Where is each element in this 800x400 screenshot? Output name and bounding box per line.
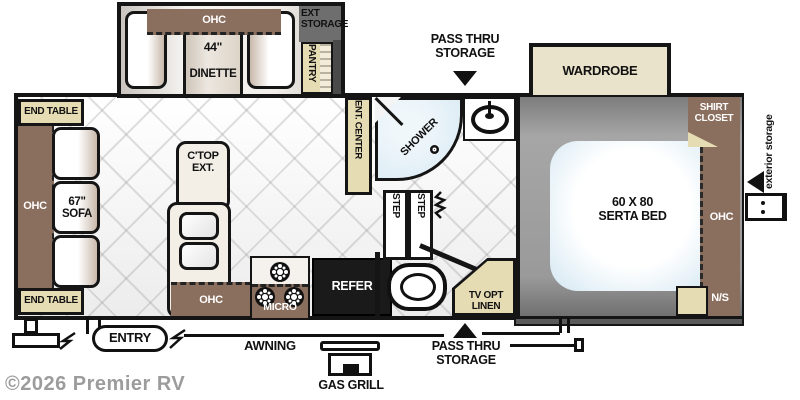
pantry-shelves [320, 44, 331, 92]
exterior-storage-box: EXT STORAGE [299, 6, 349, 42]
awning-line-right [482, 332, 560, 335]
awning-arm-line [510, 344, 580, 347]
hatch-latch-dot-2 [761, 210, 765, 214]
end-table-top-label: END TABLE [24, 106, 78, 118]
kitchen-overhead-cabinet: OHC [171, 282, 251, 316]
step-2-label: STEP [414, 193, 426, 218]
awning-crank-zigzag-icon [168, 328, 186, 349]
stabilizer-line-1 [86, 317, 89, 334]
pass-thru-bottom-arrow-icon [453, 323, 477, 338]
sofa-cushion-3 [52, 235, 100, 288]
end-table-bottom: END TABLE [18, 288, 84, 315]
awning-label: AWNING [244, 338, 296, 353]
gas-grill-lid-icon [320, 341, 380, 351]
ctop-ext-label: C'TOP EXT. [187, 150, 219, 174]
bedroom-overhead-cabinet: OHC [700, 147, 740, 288]
awning-arm-bracket [574, 338, 584, 352]
pass-thru-top-arrow-icon [453, 71, 477, 86]
dinette-size-label: 44" [203, 40, 223, 54]
sofa-cushion-2 [52, 181, 100, 234]
bedroom-ohc-label: OHC [709, 210, 734, 223]
dinette-ohc-label: OHC [202, 13, 226, 26]
refer-label: REFER [331, 279, 373, 294]
step-squiggle-icon [433, 191, 447, 219]
dinette-label: DINETTE [189, 68, 237, 80]
sofa-cushion-1 [52, 127, 100, 180]
awning-line-left [184, 334, 444, 337]
kitchen-ohc-label: OHC [199, 293, 223, 306]
hitch-zigzag-icon [58, 331, 76, 350]
bath-sink-counter [463, 97, 516, 141]
burner-icon-1 [270, 262, 290, 282]
shirt-closet: SHIRT CLOSET [688, 97, 740, 147]
gas-grill-handle-icon [343, 364, 359, 376]
bath-faucet-icon [488, 101, 491, 114]
awning-support-tick-1 [559, 318, 562, 333]
bath-side-wall [375, 252, 380, 318]
gas-grill-label: GAS GRILL [318, 378, 384, 392]
slide-wall-filler [333, 40, 341, 94]
entry-label: ENTRY [108, 330, 152, 346]
nightstand: N/S [676, 286, 740, 316]
exterior-storage-arrow-icon [747, 171, 764, 193]
kitchen-sink-basin-2 [179, 242, 219, 270]
refrigerator: REFER [312, 258, 392, 316]
step-1-label: STEP [389, 193, 401, 218]
sofa-ohc-label: OHC [23, 200, 47, 213]
end-table-bottom-label: END TABLE [24, 295, 78, 307]
pass-thru-bottom-label: PASS THRU STORAGE [431, 339, 501, 367]
hitch-stub [24, 318, 38, 334]
tv-linen-label: TV OPT LINEN [468, 290, 504, 313]
entertainment-center: ENT. CENTER [345, 97, 372, 195]
shirt-closet-shelf [688, 132, 718, 147]
nightstand-shelf [676, 286, 708, 316]
burner-icon-2 [255, 287, 275, 307]
tv-linen-cabinet: TV OPT LINEN [452, 258, 516, 316]
gas-grill-body-icon [328, 353, 372, 376]
wardrobe-slideout: WARDROBE [529, 43, 671, 99]
toilet-bowl-icon [400, 273, 436, 301]
kitchen-sink-basin-1 [179, 212, 219, 240]
step-1: STEP [383, 190, 408, 260]
bedroom-bottom-wall [514, 317, 744, 326]
hitch-bar [12, 333, 60, 348]
toilet-icon [387, 263, 447, 311]
exterior-storage-hatch [745, 193, 787, 221]
dinette-table: 44" DINETTE [183, 32, 243, 94]
shirt-closet-label: SHIRT CLOSET [694, 102, 734, 124]
wardrobe-label: WARDROBE [562, 62, 638, 78]
watermark: ©2026 Premier RV [5, 373, 186, 395]
range-microwave: MICRO [250, 256, 310, 318]
burner-icon-3 [284, 287, 304, 307]
bath-faucet-base-icon [485, 113, 494, 119]
sofa-label: 67" SOFA [61, 196, 93, 221]
end-table-top: END TABLE [18, 99, 84, 126]
hatch-latch-dot-1 [761, 201, 765, 205]
nightstand-label: N/S [711, 292, 729, 304]
bed-label: 60 X 80 SERTA BED [598, 195, 667, 223]
countertop-extension: C'TOP EXT. [176, 141, 230, 211]
entry-door: ENTRY [92, 325, 168, 352]
ext-storage-label: EXT STORAGE [301, 8, 349, 30]
ent-center-label: ENT. CENTER [352, 100, 364, 159]
pass-thru-top-label: PASS THRU STORAGE [430, 32, 500, 60]
bed: 60 X 80 SERTA BED [550, 141, 715, 291]
dinette-overhead-cabinet: OHC [147, 9, 281, 35]
shower-drain-icon [430, 145, 439, 154]
exterior-storage-label: exterior storage [763, 114, 775, 190]
dinette-slideout: 44" DINETTE OHC EXT STORAGE PANTRY [117, 2, 349, 98]
pantry-label: PANTRY [305, 44, 317, 83]
micro-label: MICRO [263, 300, 297, 313]
pantry: PANTRY [301, 42, 333, 94]
awning-support-tick-2 [567, 318, 570, 333]
